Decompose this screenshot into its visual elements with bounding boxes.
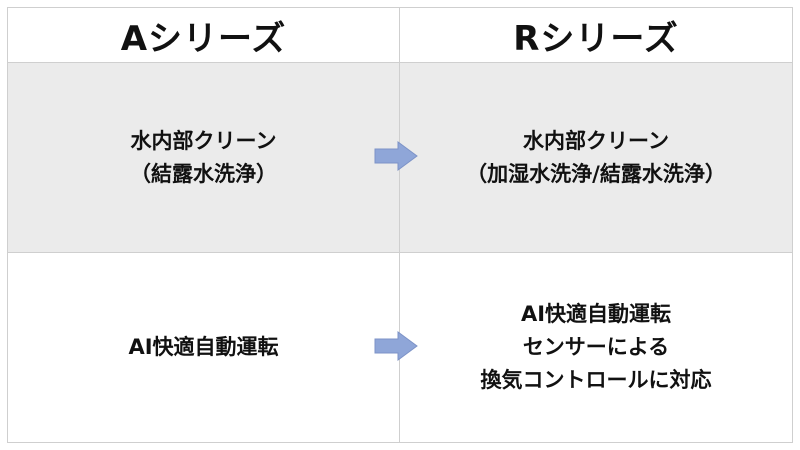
row1-a-text: 水内部クリーン （結露水洗浄） bbox=[130, 125, 277, 191]
row2-a-line1: AI快適自動運転 bbox=[128, 335, 279, 359]
row2-r-text: AI快適自動運転 センサーによる 換気コントロールに対応 bbox=[481, 298, 712, 397]
header-cell-a-series: Aシリーズ bbox=[8, 8, 400, 62]
a-series-title: Aシリーズ bbox=[120, 18, 287, 59]
row2-r-line2: センサーによる bbox=[522, 335, 670, 359]
row1-a-line2: （結露水洗浄） bbox=[130, 161, 277, 186]
row1-r-cell: 水内部クリーン （加湿水洗浄/結露水洗浄） bbox=[400, 63, 792, 252]
row2-r-line3: 換気コントロールに対応 bbox=[480, 368, 712, 392]
row2-r-line1: AI快適自動運転 bbox=[520, 302, 672, 326]
header-row: Aシリーズ Rシリーズ bbox=[8, 8, 792, 63]
arrow-right-icon bbox=[374, 331, 418, 361]
row1-r-text: 水内部クリーン （加湿水洗浄/結露水洗浄） bbox=[466, 125, 726, 191]
row2-a-cell: AI快適自動運転 bbox=[8, 253, 400, 442]
row1-a-cell: 水内部クリーン （結露水洗浄） bbox=[8, 63, 400, 252]
row2-a-text: AI快適自動運転 bbox=[128, 331, 278, 364]
row1-r-line2: （加湿水洗浄/結露水洗浄） bbox=[466, 161, 726, 186]
table-row: 水内部クリーン （結露水洗浄） 水内部クリーン （加湿水洗浄/結露水洗浄） bbox=[8, 63, 792, 253]
arrow-right-icon bbox=[374, 141, 418, 171]
comparison-table: Aシリーズ Rシリーズ 水内部クリーン （結露水洗浄） 水内部クリーン （加湿水… bbox=[7, 7, 793, 443]
header-cell-r-series: Rシリーズ bbox=[400, 8, 792, 62]
row2-r-cell: AI快適自動運転 センサーによる 換気コントロールに対応 bbox=[400, 253, 792, 442]
row1-r-line1: 水内部クリーン bbox=[523, 128, 669, 153]
r-series-title: Rシリーズ bbox=[513, 18, 679, 59]
row1-a-line1: 水内部クリーン bbox=[130, 128, 277, 153]
table-row: AI快適自動運転 AI快適自動運転 センサーによる 換気コントロールに対応 bbox=[8, 253, 792, 442]
